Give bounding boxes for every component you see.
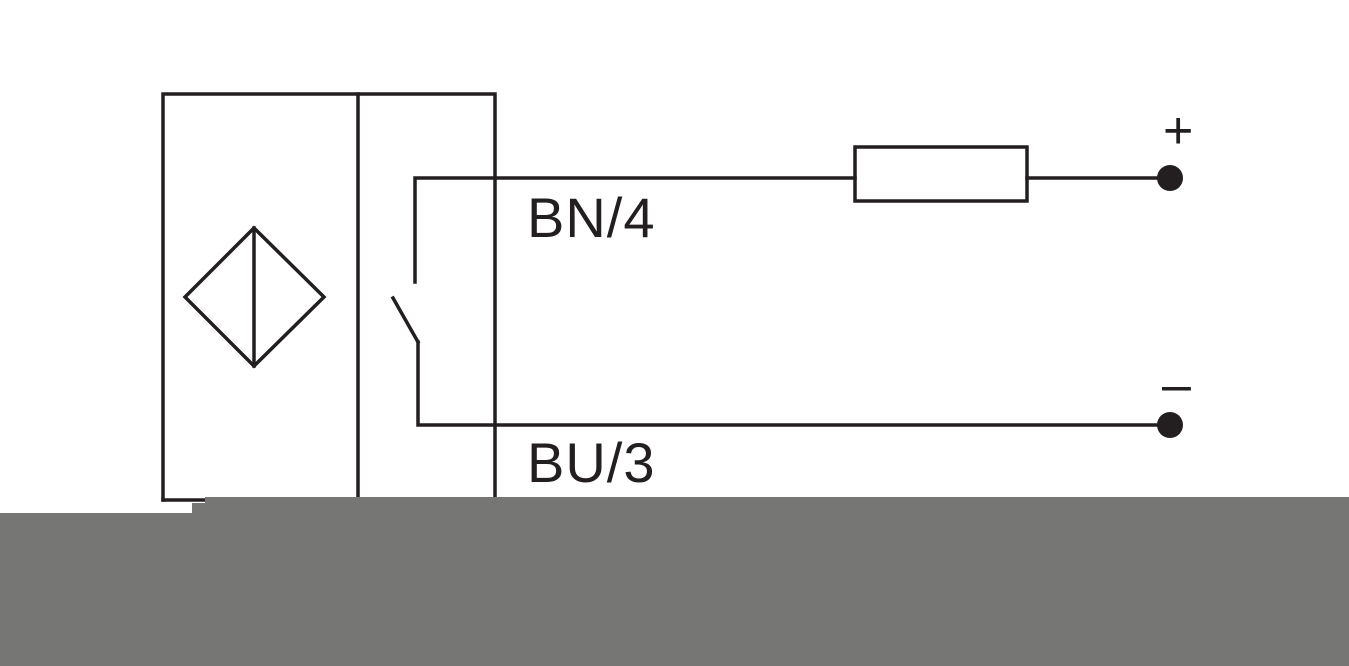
sensor-housing [161, 92, 497, 507]
bottom-gray-band [0, 497, 1349, 666]
brown-wire-upper [413, 176, 857, 284]
negative-terminal-dot-icon [1157, 412, 1183, 438]
brown-wire-label: BN/4 [527, 186, 656, 249]
load-resistor-icon [853, 145, 1170, 203]
positive-terminal-label: + [1163, 102, 1193, 160]
normally-open-switch-icon [390, 176, 1170, 427]
blue-wire [416, 340, 1170, 427]
blue-wire-label: BU/3 [527, 431, 656, 494]
negative-terminal-label: – [1162, 356, 1191, 414]
positive-terminal-dot-icon [1157, 165, 1183, 191]
inductive-sensor-diamond-icon [182, 225, 327, 369]
switch-blade [390, 295, 421, 345]
sensor-housing-outline [161, 92, 497, 507]
